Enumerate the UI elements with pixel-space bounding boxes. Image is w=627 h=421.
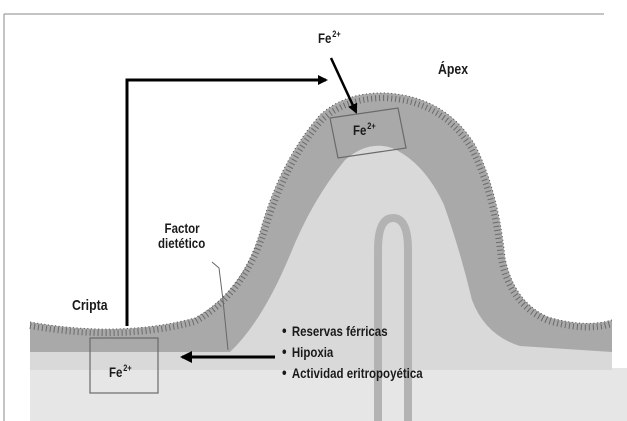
top-iron-symbol: Fe bbox=[318, 30, 331, 46]
dietary-factor-line1: Factor bbox=[158, 221, 205, 236]
dietary-factor-line2: dietético bbox=[158, 236, 205, 251]
top-iron-label: Fe2+ bbox=[318, 30, 341, 46]
apex-iron-charge: 2+ bbox=[367, 121, 375, 131]
crypt-iron-label: Fe2+ bbox=[109, 364, 132, 380]
top-iron-charge: 2+ bbox=[332, 29, 340, 39]
regulatory-factors-list: Reservas férricas Hipoxia Actividad erit… bbox=[282, 321, 423, 384]
apex-iron-symbol: Fe bbox=[353, 122, 366, 138]
crypt-iron-charge: 2+ bbox=[123, 363, 131, 373]
factor-iron-stores: Reservas férricas bbox=[282, 321, 423, 342]
factor-hypoxia: Hipoxia bbox=[282, 342, 423, 363]
crypt-label: Cripta bbox=[72, 298, 108, 314]
apex-label: Ápex bbox=[438, 62, 468, 78]
dietary-factor-label: Factor dietético bbox=[158, 221, 205, 250]
apex-iron-label: Fe2+ bbox=[353, 122, 376, 138]
crypt-iron-symbol: Fe bbox=[109, 364, 122, 380]
factor-erythropoietic-activity: Actividad eritropoyética bbox=[282, 363, 423, 384]
